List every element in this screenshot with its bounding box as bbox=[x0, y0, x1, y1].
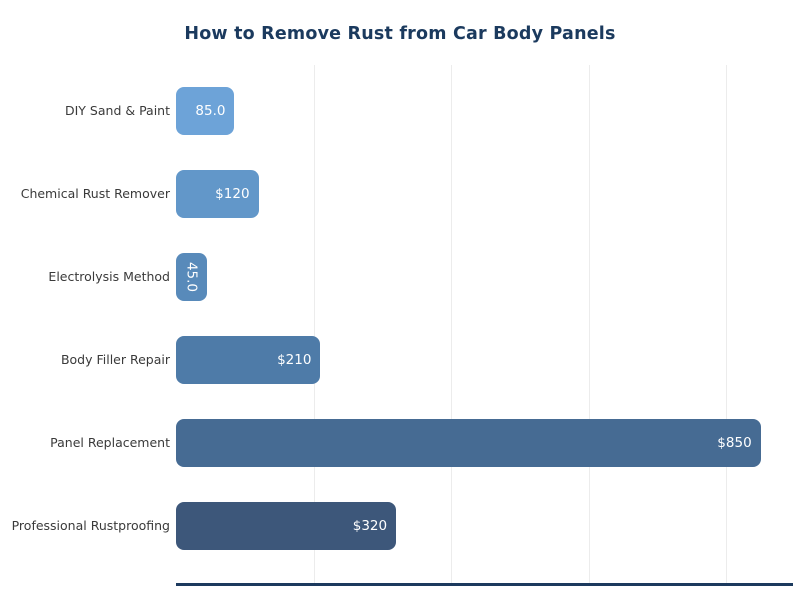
bar[interactable]: $120 bbox=[176, 170, 259, 218]
category-label: DIY Sand & Paint bbox=[65, 103, 170, 118]
value-label: 85.0 bbox=[195, 103, 226, 119]
plot-area bbox=[176, 65, 793, 586]
gridline bbox=[588, 65, 590, 583]
category-label: Chemical Rust Remover bbox=[20, 186, 170, 201]
bar[interactable]: 45.0 bbox=[176, 253, 207, 301]
value-label: $850 bbox=[717, 435, 752, 451]
category-label: Body Filler Repair bbox=[60, 352, 170, 367]
value-label: $120 bbox=[215, 186, 250, 202]
category-label: Professional Rustproofing bbox=[11, 518, 170, 533]
gridline bbox=[726, 65, 728, 583]
chart-title: How to Remove Rust from Car Body Panels bbox=[184, 24, 616, 44]
gridline bbox=[313, 65, 315, 583]
bar[interactable]: $850 bbox=[176, 419, 761, 467]
gridline bbox=[451, 65, 453, 583]
category-label: Electrolysis Method bbox=[48, 269, 170, 284]
value-label: 45.0 bbox=[183, 261, 200, 293]
bar[interactable]: $210 bbox=[176, 336, 321, 384]
bar[interactable]: 85.0 bbox=[176, 87, 235, 135]
category-label: Panel Replacement bbox=[50, 435, 170, 450]
value-label: $320 bbox=[352, 518, 388, 534]
value-label: $210 bbox=[277, 352, 312, 368]
bar[interactable]: $320 bbox=[176, 502, 397, 550]
